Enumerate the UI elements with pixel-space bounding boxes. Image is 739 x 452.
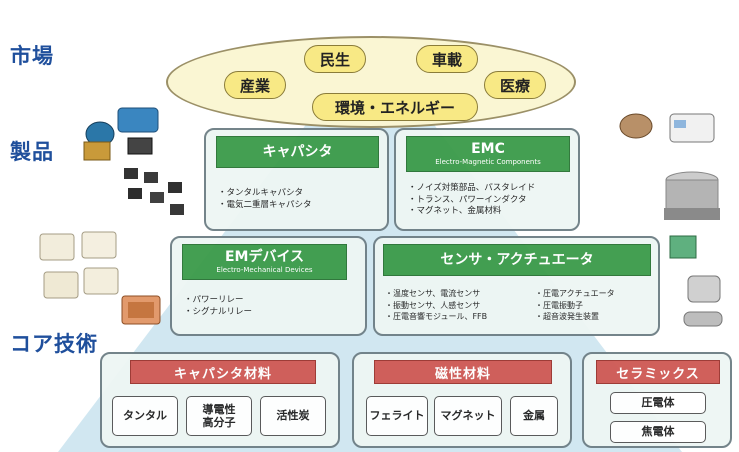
product-photo-transformer <box>121 295 161 325</box>
sensor-items-right: ・圧電アクチュエータ ・圧電振動子 ・超音波発生装置 <box>535 289 615 321</box>
material-activated-carbon: 活性炭 <box>260 396 326 436</box>
market-environment-energy: 環境・エネルギー <box>312 93 478 121</box>
row-label-core-tech: コア技術 <box>10 332 98 356</box>
market-automotive: 車載 <box>416 45 478 73</box>
capacitor-title: キャパシタ <box>262 143 333 160</box>
panel-emc: EMC Electro-Magnetic Components ・ノイズ対策部品… <box>394 128 580 231</box>
emc-title-bar: EMC Electro-Magnetic Components <box>406 136 570 172</box>
emc-subtitle: Electro-Magnetic Components <box>435 157 541 166</box>
product-photo-capacitors <box>83 107 159 161</box>
panel-sensor-actuator: センサ・アクチュエータ ・温度センサ、電流センサ ・振動センサ、人感センサ ・圧… <box>373 236 660 336</box>
panel-capacitor-material: キャパシタ材料 タンタル 導電性 高分子 活性炭 <box>100 352 340 448</box>
market-oval: 民生 車載 産業 医療 環境・エネルギー <box>166 36 576 128</box>
em-device-items: ・パワーリレー ・シグナルリレー <box>184 295 253 317</box>
product-photo-emc-components <box>619 113 715 143</box>
em-device-subtitle: Electro-Mechanical Devices <box>216 265 313 274</box>
material-pyroelectric: 焦電体 <box>610 421 706 443</box>
em-device-title: EMデバイス <box>224 248 305 265</box>
market-medical: 医療 <box>484 71 546 99</box>
material-tantalum: タンタル <box>112 396 178 436</box>
material-magnet: マグネット <box>434 396 502 436</box>
sensor-title: センサ・アクチュエータ <box>440 251 594 268</box>
capacitor-material-title: キャパシタ材料 <box>130 360 316 384</box>
market-industrial: 産業 <box>224 71 286 99</box>
material-conductive-polymer: 導電性 高分子 <box>186 396 252 436</box>
product-photo-relays <box>39 231 119 299</box>
sensor-items-left: ・温度センサ、電流センサ ・振動センサ、人感センサ ・圧電音響モジュール、FFB <box>385 289 488 321</box>
em-device-title-bar: EMデバイス Electro-Mechanical Devices <box>182 244 347 280</box>
product-photo-sensors <box>669 235 723 327</box>
panel-ceramics: セラミックス 圧電体 焦電体 <box>582 352 732 448</box>
sensor-title-bar: センサ・アクチュエータ <box>383 244 651 276</box>
panel-magnetic-material: 磁性材料 フェライト マグネット 金属 <box>352 352 572 448</box>
product-photo-chips <box>124 168 184 215</box>
panel-em-device: EMデバイス Electro-Mechanical Devices ・パワーリレ… <box>170 236 367 336</box>
material-piezoelectric: 圧電体 <box>610 392 706 414</box>
capacitor-title-bar: キャパシタ <box>216 136 379 168</box>
emc-title: EMC <box>471 140 505 157</box>
product-photo-magnet-sheet <box>664 171 720 220</box>
row-label-market: 市場 <box>10 44 54 68</box>
ceramics-title: セラミックス <box>596 360 720 384</box>
capacitor-items: ・タンタルキャパシタ ・電気二重層キャパシタ <box>218 188 312 210</box>
magnetic-material-title: 磁性材料 <box>374 360 552 384</box>
material-metal: 金属 <box>510 396 558 436</box>
material-ferrite: フェライト <box>366 396 428 436</box>
row-label-products: 製品 <box>10 140 54 164</box>
emc-items: ・ノイズ対策部品、パスタレイド ・トランス、パワーインダクタ ・マグネット、金属… <box>408 183 536 216</box>
market-consumer: 民生 <box>304 45 366 73</box>
panel-capacitor: キャパシタ ・タンタルキャパシタ ・電気二重層キャパシタ <box>204 128 389 231</box>
